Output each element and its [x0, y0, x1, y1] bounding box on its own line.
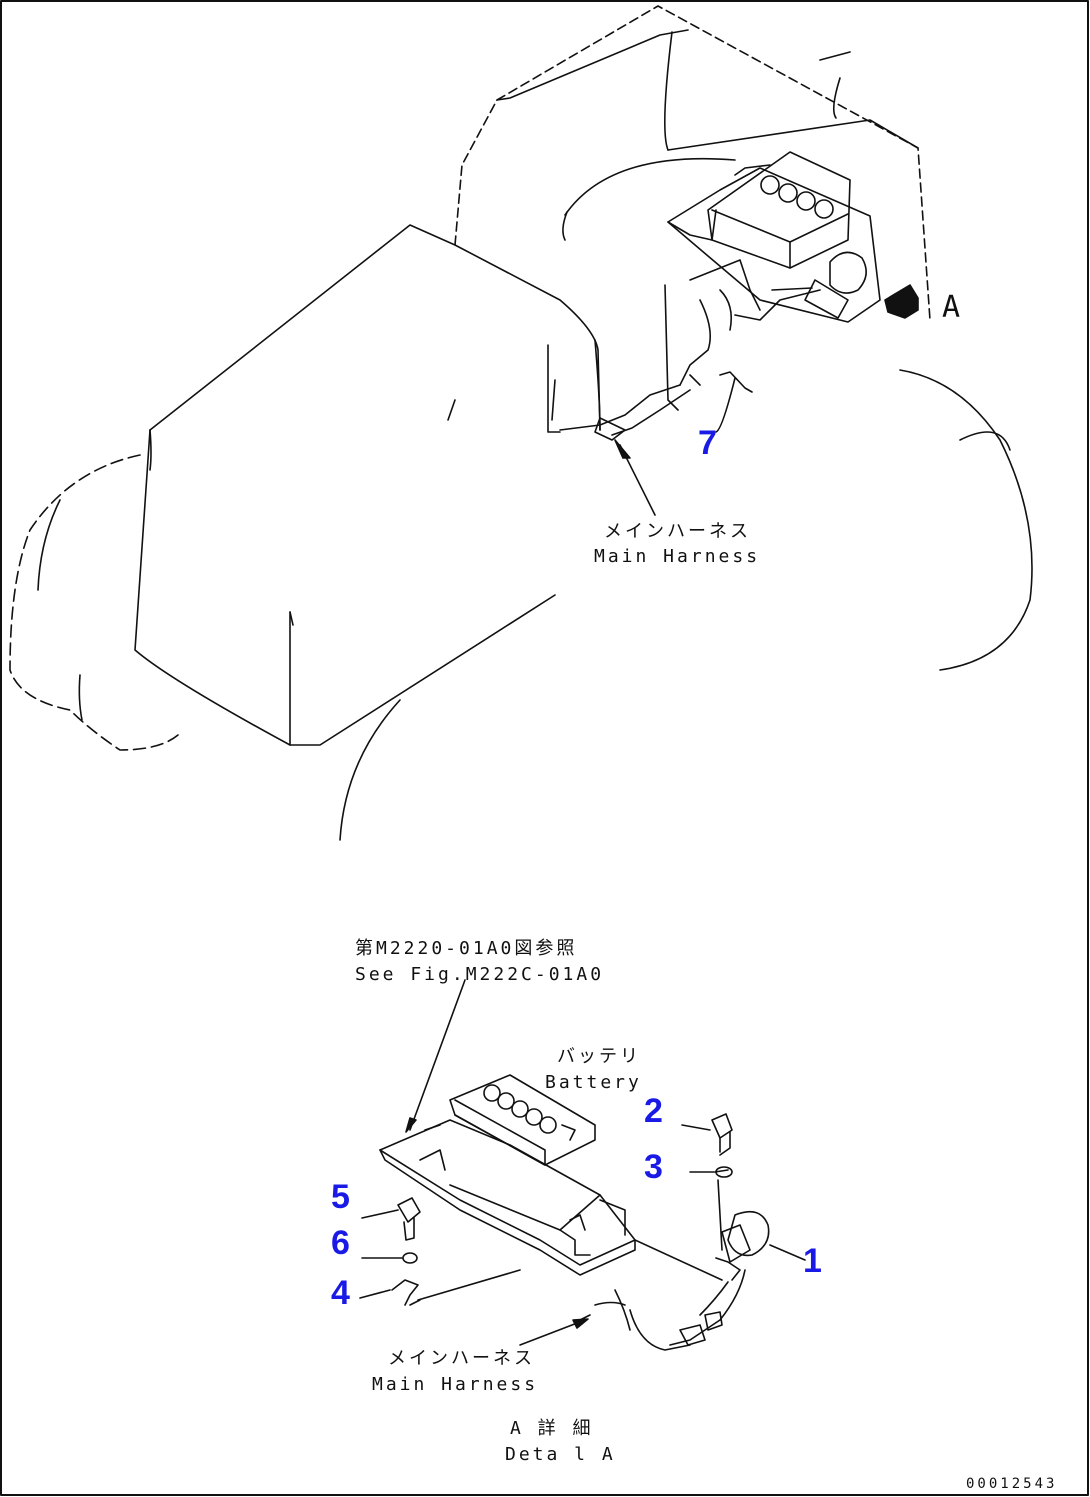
callout-4[interactable]: 4: [331, 1274, 350, 1312]
callout-7[interactable]: 7: [698, 424, 717, 462]
view-a-letter: A: [942, 290, 961, 325]
main-harness-top-en-label: Main Harness: [594, 546, 761, 567]
callout-1[interactable]: 1: [803, 1242, 822, 1280]
main-harness-bottom-jp-label: メインハーネス: [388, 1348, 535, 1369]
detail-a-drawing: [359, 979, 806, 1351]
main-harness-top-jp-label: メインハーネス: [604, 521, 751, 542]
see-figure-en-label: See Fig.M222C-01A0: [355, 964, 605, 985]
machine-outline: [9, 5, 1033, 841]
callout-5[interactable]: 5: [331, 1178, 350, 1216]
callout-2[interactable]: 2: [644, 1092, 663, 1130]
main-harness-bottom-en-label: Main Harness: [372, 1374, 539, 1395]
callout-6[interactable]: 6: [331, 1224, 350, 1262]
battery-jp-label: バッテリ: [557, 1046, 641, 1067]
detail-a-jp-label: A 詳 細: [510, 1418, 594, 1439]
battery-en-label: Battery: [545, 1072, 642, 1093]
detail-a-en-label: Deta l A: [505, 1444, 616, 1465]
callout-3[interactable]: 3: [644, 1148, 663, 1186]
battery-assembly-top: [547, 151, 919, 516]
see-figure-jp-label: 第M2220-01A0図参照: [355, 938, 578, 959]
drawing-number: 00012543: [966, 1476, 1058, 1492]
